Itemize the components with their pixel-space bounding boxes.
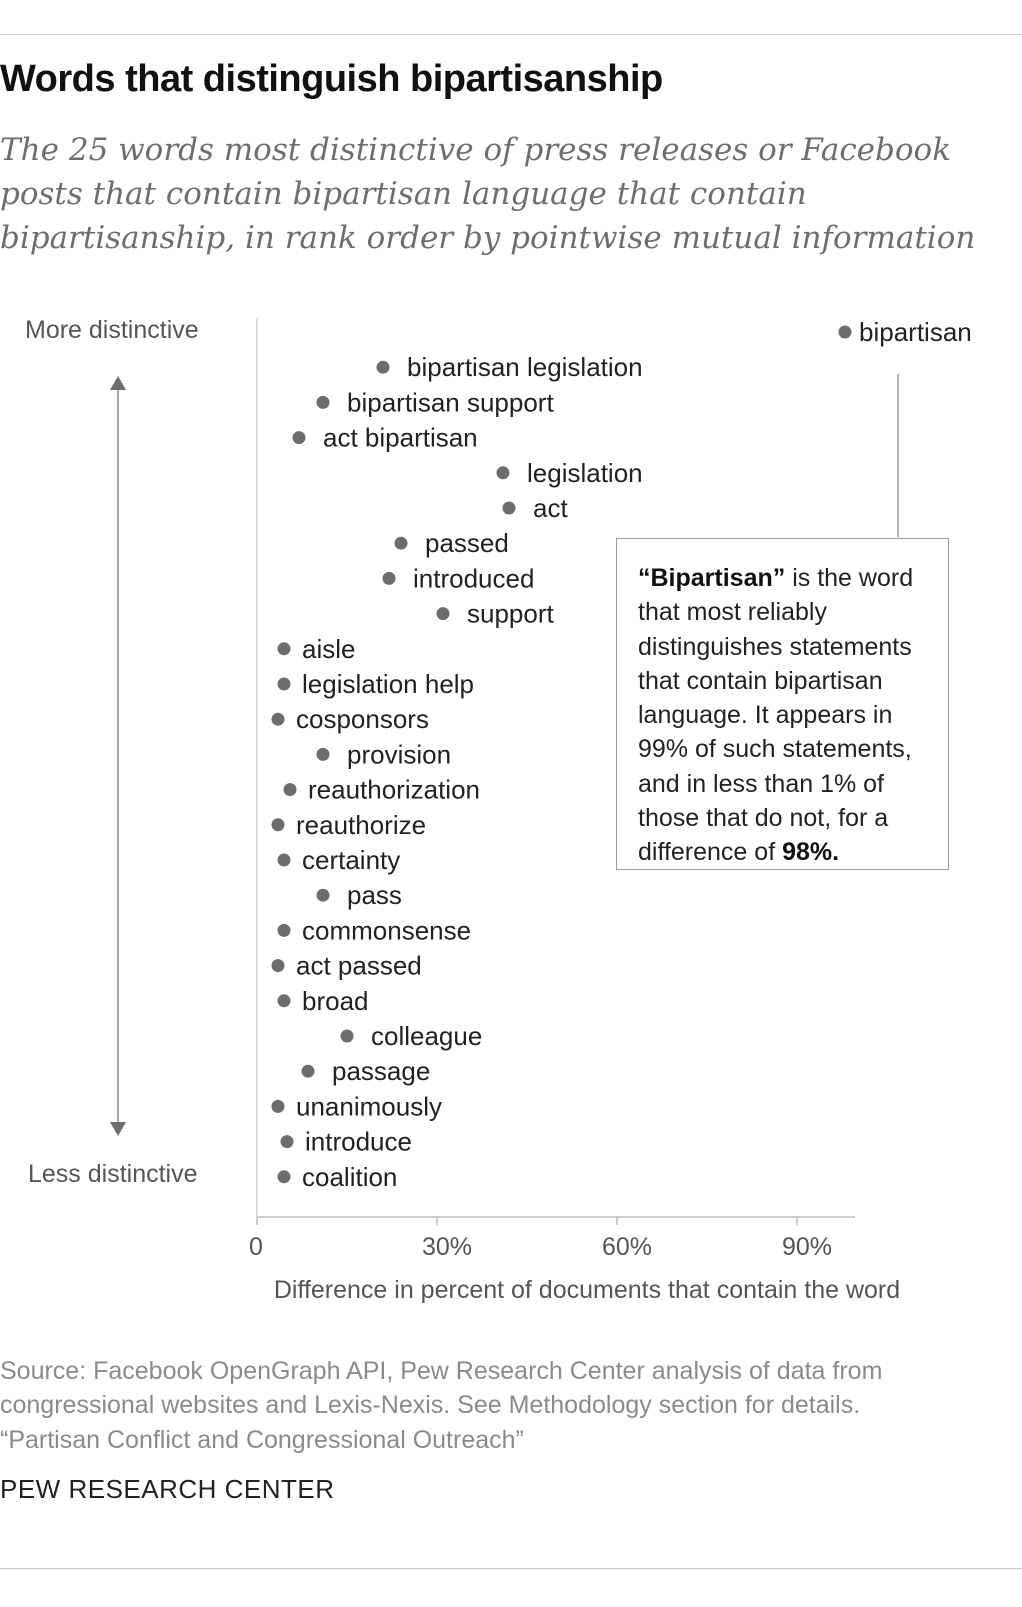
data-label: reauthorization (308, 775, 480, 805)
x-tick-label: 90% (782, 1233, 832, 1261)
x-tick-label: 30% (422, 1233, 472, 1261)
data-point (277, 853, 291, 867)
scatter-chart: 0 30% 60% 90% Difference in percent of docum… (110, 317, 972, 1304)
data-point (280, 1135, 294, 1149)
data-point (277, 642, 291, 656)
arrow-up-icon (110, 376, 126, 390)
data-point (277, 994, 291, 1008)
data-point (340, 1029, 354, 1043)
data-label: introduced (413, 563, 534, 593)
data-point (316, 888, 330, 902)
data-label: cosponsors (296, 704, 429, 734)
x-tick-label: 0 (249, 1233, 263, 1261)
data-label: act passed (296, 951, 422, 981)
data-label: passed (425, 528, 509, 558)
top-divider (0, 34, 1022, 35)
data-point (292, 431, 306, 445)
data-point (301, 1064, 315, 1078)
data-point (277, 1170, 291, 1184)
data-label: colleague (371, 1021, 482, 1051)
x-tick-label: 60% (602, 1233, 652, 1261)
data-label: coalition (302, 1162, 397, 1192)
chart-title: Words that distinguish bipartisanship (0, 58, 663, 100)
annotation-emphasis: 98%. (782, 838, 840, 867)
annotation-lead: “Bipartisan” (638, 564, 786, 592)
data-point (838, 325, 852, 339)
data-point (316, 747, 330, 761)
source-line: congressional websites and Lexis-Nexis. … (0, 1391, 861, 1420)
source-note: Source: Facebook OpenGraph API, Pew Rese… (0, 1354, 1010, 1457)
data-label: legislation (527, 458, 643, 488)
source-line: “Partisan Conflict and Congressional Out… (0, 1425, 524, 1454)
annotation-box: “Bipartisan” is the word that most relia… (616, 538, 949, 870)
data-label: bipartisan (859, 317, 972, 347)
data-label: commonsense (302, 915, 471, 945)
data-point (271, 818, 285, 832)
data-point (502, 501, 516, 515)
data-label: provision (347, 739, 451, 769)
data-point (277, 677, 291, 691)
data-point (382, 571, 396, 585)
arrow-down-icon (110, 1122, 126, 1136)
data-label: legislation help (302, 669, 474, 699)
source-line: Source: Facebook OpenGraph API, Pew Rese… (0, 1357, 883, 1385)
data-label: certainty (302, 845, 400, 875)
x-axis-title: Difference in percent of documents that … (274, 1276, 900, 1304)
data-label: passage (332, 1056, 430, 1086)
data-label: broad (302, 986, 369, 1016)
data-label: bipartisan legislation (407, 352, 643, 382)
data-label: act (533, 493, 568, 523)
brand-label: PEW RESEARCH CENTER (0, 1474, 335, 1504)
data-label: bipartisan support (347, 387, 554, 417)
data-point (376, 360, 390, 374)
data-point (394, 536, 408, 550)
data-label: introduce (305, 1127, 412, 1157)
data-point (271, 1099, 285, 1113)
data-label: aisle (302, 634, 355, 664)
data-point (316, 395, 330, 409)
y-axis-top-label: More distinctive (25, 316, 199, 344)
data-point (277, 923, 291, 937)
y-axis-bottom-label: Less distinctive (28, 1160, 198, 1188)
data-point (283, 783, 297, 797)
data-point (496, 466, 510, 480)
data-point (436, 607, 450, 621)
chart-subtitle: The 25 words most distinctive of press r… (0, 132, 976, 256)
data-label: act bipartisan (323, 423, 478, 453)
data-label: support (467, 599, 554, 629)
data-label: pass (347, 880, 402, 910)
data-point (271, 712, 285, 726)
data-label: unanimously (296, 1091, 442, 1121)
data-point (271, 959, 285, 973)
annotation-body: is the word that most reliably distingui… (638, 564, 914, 867)
data-label: reauthorize (296, 810, 426, 840)
bottom-divider (0, 1568, 1022, 1569)
